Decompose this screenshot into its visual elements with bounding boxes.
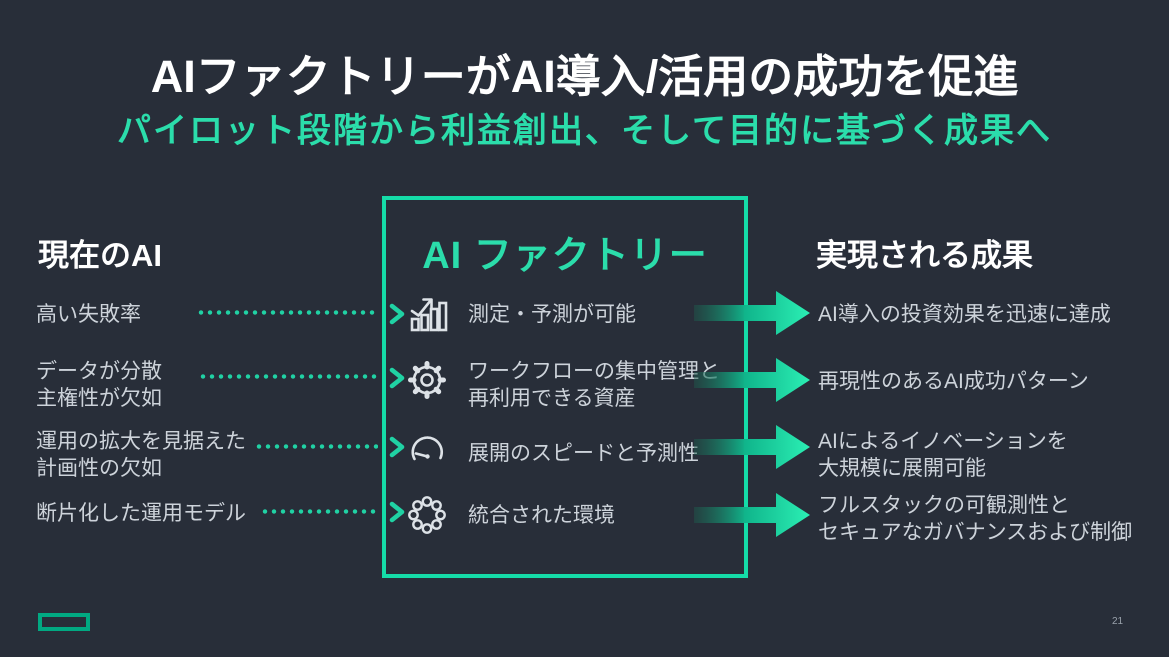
current-ai-item-line: 高い失敗率 [36,303,141,326]
hpe-logo [38,613,90,631]
ai-factory-box-title: AI ファクトリー [422,235,708,277]
chevron-right-icon [388,501,406,523]
current-ai-item-line: 主権性が欠如 [36,387,162,410]
right-column-header: 実現される成果 [816,238,1033,273]
gear-icon [406,359,448,401]
page-number: 21 [1112,616,1124,627]
outcome-item: 再現性のあるAI成功パターン [818,368,1089,395]
factory-capability-line: 統合された環境 [468,504,615,527]
factory-capability-item: ワークフローの集中管理と 再利用できる資産 [468,358,720,412]
factory-capability-item: 測定・予測が可能 [468,301,636,328]
chevron-right-icon [388,436,406,458]
slide-subtitle: パイロット段階から利益創出、そして目的に基づく成果へ [117,112,1052,150]
dotted-connector [256,444,378,449]
outcome-arrow-icon [694,491,810,539]
outcome-arrow-icon [694,423,810,471]
gauge-icon [406,430,448,472]
slide-title: AIファクトリーがAI導入/活用の成功を促進 [150,51,1019,102]
bar-chart-trend-icon [406,294,448,336]
outcome-item-line: 大規模に展開可能 [818,457,986,480]
current-ai-item-line: 計画性の欠如 [36,457,162,480]
factory-capability-line: 展開のスピードと予測性 [468,442,699,465]
factory-capability-line: ワークフローの集中管理と [468,360,720,383]
factory-capability-line: 再利用できる資産 [468,387,636,410]
dotted-connector [198,310,378,315]
current-ai-item-line: データが分散 [36,360,162,383]
current-ai-item: 運用の拡大を見据えた 計画性の欠如 [36,428,246,482]
integration-ring-icon [406,494,448,536]
current-ai-item: 高い失敗率 [36,301,141,328]
current-ai-item-line: 運用の拡大を見据えた [36,430,246,453]
factory-capability-line: 測定・予測が可能 [468,303,636,326]
outcome-item: フルスタックの可観測性と セキュアなガバナンスおよび制御 [818,492,1132,546]
outcome-arrow-icon [694,356,810,404]
outcome-item: AI導入の投資効果を迅速に達成 [818,301,1111,328]
dotted-connector [262,509,378,514]
outcome-item-line: AI導入の投資効果を迅速に達成 [818,303,1111,326]
left-column-header: 現在のAI [38,238,162,273]
current-ai-item: 断片化した運用モデル [36,500,246,527]
current-ai-item-line: 断片化した運用モデル [36,502,246,525]
current-ai-item: データが分散 主権性が欠如 [36,358,162,412]
factory-capability-item: 統合された環境 [468,502,615,529]
outcome-arrow-icon [694,289,810,337]
outcome-item-line: AIによるイノベーションを [818,430,1068,453]
outcome-item: AIによるイノベーションを 大規模に展開可能 [818,428,1068,482]
chevron-right-icon [388,303,406,325]
dotted-connector [200,374,378,379]
chevron-right-icon [388,367,406,389]
outcome-item-line: 再現性のあるAI成功パターン [818,370,1089,393]
outcome-item-line: セキュアなガバナンスおよび制御 [818,521,1133,544]
factory-capability-item: 展開のスピードと予測性 [468,440,699,467]
outcome-item-line: フルスタックの可観測性と [818,494,1070,517]
